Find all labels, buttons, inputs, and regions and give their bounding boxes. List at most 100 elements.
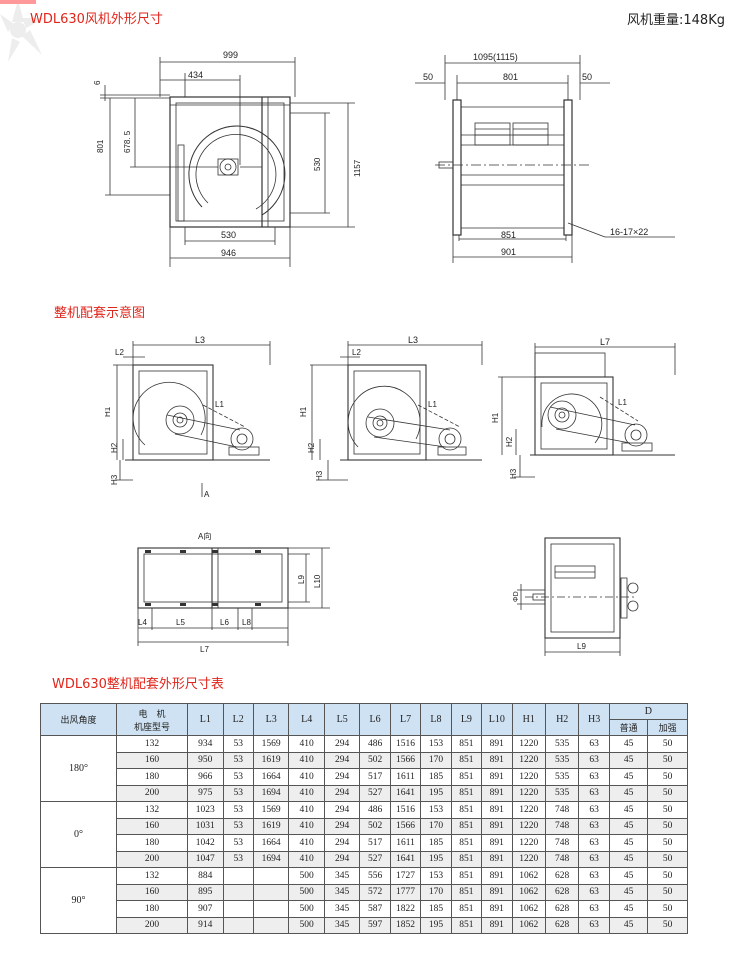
table-cell: 45 [608,784,649,802]
table-cell: 63 [578,834,610,852]
label-H2-c: H2 [505,436,514,447]
label-L3-a: L3 [195,335,205,345]
table-cell: 45 [608,801,649,819]
label-A: A [204,490,210,499]
label-A-view: A向 [198,531,211,541]
table-cell: 45 [608,916,649,934]
dimension-table: 出风角度 电 机 机座型号 L1 L2 L3 L4 L5 L6 L7 L8 L9… [39,703,689,934]
table-cell: 1047 [187,850,224,868]
table-cell: 1641 [389,850,422,868]
table-cell: 891 [481,850,513,868]
table-cell: 597 [359,916,391,934]
table-cell: 851 [450,850,483,868]
table-cell: 1516 [389,801,422,819]
table-cell: 50 [647,735,688,753]
table-cell: 502 [359,751,391,769]
table-cell: 1023 [187,801,224,819]
dim-530-horizontal: 530 [221,230,236,240]
shaft-side-view-drawing: ΦD L9 [513,537,639,656]
table-cell: 1220 [511,850,546,868]
header-D-normal: 普通 [608,719,649,736]
label-H1-c: H1 [491,412,500,423]
table-cell: 45 [608,867,649,885]
header-H2: H2 [544,703,580,736]
table-cell: 45 [608,883,649,901]
header-L6: L6 [359,703,391,736]
table-cell: 748 [544,850,580,868]
table-cell: 1611 [389,834,422,852]
table-cell: 53 [222,817,254,835]
header-motor-line2: 机座型号 [134,722,171,733]
table-cell: 1727 [389,867,422,885]
table-cell: 1619 [252,751,290,769]
table-cell: 1852 [389,916,422,934]
table-cell: 628 [544,916,580,934]
dim-901-front: 901 [501,247,516,257]
table-cell: 63 [578,784,610,802]
dim-678-5: 678. 5 [123,130,132,153]
table-cell: 294 [323,834,361,852]
table-cell: 50 [647,768,688,786]
assembly-diagram-2: L3 L2 L1 H1 H2 H3 [300,335,483,481]
table-cell: 345 [323,883,361,901]
table-cell: 50 [647,867,688,885]
table-cell: 45 [608,751,649,769]
header-D-strong: 加强 [647,719,688,736]
table-cell [252,900,290,918]
table-cell: 63 [578,916,610,934]
dim-434: 434 [188,70,203,80]
table-cell: 950 [187,751,224,769]
dim-holes: 16-17×22 [610,227,648,237]
table-cell: 1822 [389,900,422,918]
label-H3-b: H3 [315,470,324,481]
table-cell: 50 [647,850,688,868]
section-table-title: WDL630整机配套外形尺寸表 [52,677,224,692]
table-cell: 45 [608,768,649,786]
table-cell: 45 [608,735,649,753]
table-cell: 1566 [389,751,422,769]
table-cell: 1611 [389,768,422,786]
dim-1095: 1095(1115) [473,52,518,62]
table-cell: 50 [647,751,688,769]
table-cell: 1220 [511,817,546,835]
table-cell: 160 [116,817,189,835]
assembly-diagram-1: L3 L2 L1 H1 H2 H3 A [105,335,271,499]
table-cell: 517 [359,834,391,852]
table-cell: 170 [420,751,452,769]
table-cell: 63 [578,850,610,868]
label-L4: L4 [138,618,147,627]
table-cell: 851 [450,834,483,852]
label-L8: L8 [242,618,251,627]
table-cell: 1220 [511,751,546,769]
table-cell: 851 [450,916,483,934]
label-L2-a: L2 [115,348,124,357]
label-H1-a: H1 [105,406,112,417]
label-H2-a: H2 [110,442,119,453]
section-assembly-title: 整机配套示意图 [54,306,146,321]
label-H1-b: H1 [300,406,308,417]
header-D: D [608,703,689,720]
table-cell: 63 [578,867,610,885]
table-cell: 1220 [511,735,546,753]
table-cell: 63 [578,768,610,786]
table-cell: 410 [288,817,325,835]
table-cell: 410 [288,735,325,753]
table-cell: 294 [323,768,361,786]
table-cell: 410 [288,850,325,868]
table-cell [252,867,290,885]
label-H3-c: H3 [509,468,518,479]
table-cell: 185 [420,834,452,852]
table-cell: 500 [288,867,325,885]
table-cell: 170 [420,883,452,901]
table-cell: 535 [544,735,580,753]
header-L3: L3 [252,703,290,736]
label-H2-b: H2 [307,442,316,453]
dim-50-right: 50 [582,72,592,82]
header-L1: L1 [187,703,224,736]
